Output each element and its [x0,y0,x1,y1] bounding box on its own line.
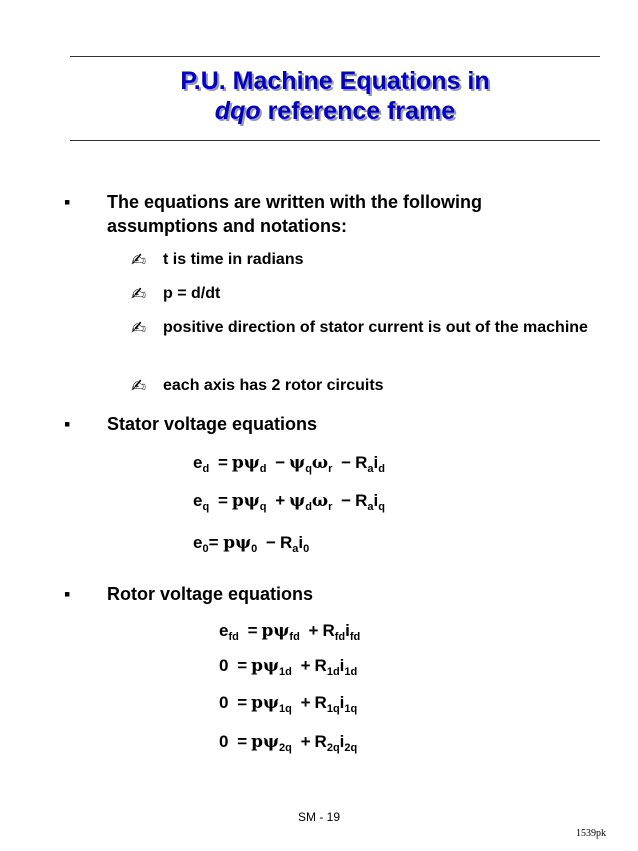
title-rest: reference frame [260,97,456,125]
writing-hand-icon: ✍ [131,376,147,396]
writing-hand-icon: ✍ [131,318,147,338]
equation-1d: 0 =pψ1d +R1di1d [219,656,358,678]
page-title: P.U. Machine Equations in dqo reference … [70,66,600,126]
bullet-rotor: Rotor voltage equations [107,584,314,604]
page-number: SM - 19 [297,810,340,824]
sub-bullet-p: p = d/dt [163,285,221,302]
title-line-2: dqo reference frame [70,96,600,126]
writing-hand-icon: ✍ [131,284,147,304]
bullet-stator: Stator voltage equations [107,414,318,434]
sub-bullet-time: t is time in radians [163,251,304,268]
writing-hand-icon: ✍ [131,250,147,270]
equation-eq: eq =pψq +ψdωr −Raiq [193,491,385,513]
title-rule [70,140,600,141]
square-bullet-icon: ▪ [64,414,71,434]
equation-efd: efd =pψfd +Rfdifd [219,621,361,643]
square-bullet-icon: ▪ [64,192,71,212]
sub-bullet-rotor-circuits: each axis has 2 rotor circuits [163,377,384,394]
bullet-assumptions: The equations are written with the follo… [107,192,483,236]
square-bullet-icon: ▪ [64,584,71,604]
equation-1q: 0 =pψ1q +R1qi1q [219,693,358,715]
top-rule [70,56,600,57]
sub-bullet-current-direction: positive direction of stator current is … [163,319,588,336]
equation-e0: e0= pψ0 −Rai0 [193,533,310,555]
equation-2q: 0 =pψ2q +R2qi2q [219,732,358,754]
title-dqo: dqo [214,97,261,125]
equation-ed: ed =pψd −ψqωr −Raid [193,453,385,475]
document-code: 1539pk [576,828,606,839]
title-line-1: P.U. Machine Equations in [180,67,490,95]
